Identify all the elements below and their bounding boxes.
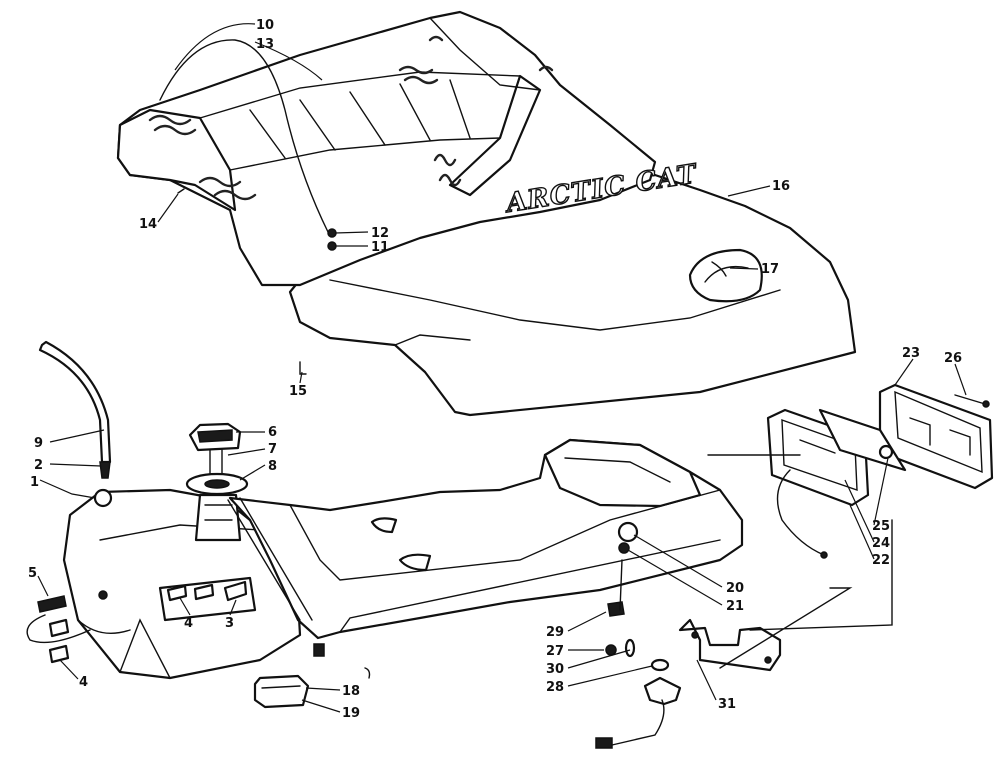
fuel-cap-assembly — [185, 422, 249, 542]
fitting-2 — [99, 461, 111, 479]
callout-31: 31 — [718, 697, 736, 712]
console-tray — [227, 438, 744, 640]
fastener-15 — [299, 361, 307, 375]
bumper-19 — [253, 674, 310, 709]
callout-5: 5 — [28, 566, 37, 581]
washer-12 — [327, 228, 337, 238]
callout-26: 26 — [944, 351, 962, 366]
bolt-29 — [607, 601, 625, 617]
wire-connector — [820, 551, 828, 559]
fitting-4d — [48, 644, 70, 664]
callout-24: 24 — [872, 536, 890, 551]
callout-18: 18 — [342, 684, 360, 699]
fitting-4b — [193, 583, 215, 601]
callout-4-upper: 4 — [184, 616, 193, 631]
mount-bracket-28 — [643, 676, 682, 706]
nut-11 — [327, 241, 337, 251]
callout-23: 23 — [902, 346, 920, 361]
grommet-21 — [618, 542, 630, 554]
grommet-30 — [624, 638, 636, 658]
callout-labels: 10 13 14 12 11 16 17 15 26 23 9 2 1 6 7 … — [28, 18, 962, 721]
seat-strap — [159, 39, 329, 233]
callout-10: 10 — [256, 18, 274, 33]
callout-3: 3 — [225, 616, 234, 631]
callout-20: 20 — [726, 581, 744, 596]
callout-6: 6 — [268, 425, 277, 440]
callout-28: 28 — [546, 680, 564, 695]
bracket-31 — [678, 618, 782, 672]
fitting-5 — [37, 595, 67, 613]
tank-vent-port — [93, 488, 113, 508]
fitting-4c — [48, 618, 70, 638]
leader-lines — [37, 23, 967, 713]
callout-16: 16 — [772, 179, 790, 194]
vent-hose-9 — [38, 340, 112, 464]
callout-7: 7 — [268, 442, 277, 457]
washer-27 — [605, 644, 617, 656]
callout-29: 29 — [546, 625, 564, 640]
callout-4-lower: 4 — [79, 675, 88, 690]
assembly-line-taillight — [707, 454, 893, 669]
callout-30: 30 — [546, 662, 564, 677]
callout-27: 27 — [546, 644, 564, 659]
bulb-25 — [878, 444, 894, 460]
callout-1: 1 — [30, 475, 39, 490]
screw-26-head — [982, 400, 990, 408]
callout-9: 9 — [34, 436, 43, 451]
callout-12: 12 — [371, 226, 389, 241]
fitting-3 — [223, 580, 248, 602]
callout-2: 2 — [34, 458, 43, 473]
callout-25: 25 — [872, 519, 890, 534]
clip-18 — [313, 643, 325, 657]
callout-22: 22 — [872, 553, 890, 568]
callout-13: 13 — [256, 37, 274, 52]
grommet-20 — [617, 521, 639, 543]
wire-plug — [595, 737, 613, 749]
screw-26 — [954, 394, 986, 405]
callout-21: 21 — [726, 599, 744, 614]
callout-17: 17 — [761, 262, 779, 277]
callout-8: 8 — [268, 459, 277, 474]
spacer-28 — [650, 658, 670, 672]
tank-outlet — [98, 590, 108, 600]
seat-top — [116, 10, 657, 287]
callout-15: 15 — [289, 384, 307, 399]
handle-17-mark — [711, 261, 727, 277]
clip-18-spring — [364, 667, 371, 679]
fitting-4a — [166, 584, 188, 602]
wire-harness — [776, 469, 825, 556]
callout-14: 14 — [139, 217, 157, 232]
callout-19: 19 — [342, 706, 360, 721]
clip-14 — [177, 188, 185, 194]
callout-11: 11 — [371, 240, 389, 255]
